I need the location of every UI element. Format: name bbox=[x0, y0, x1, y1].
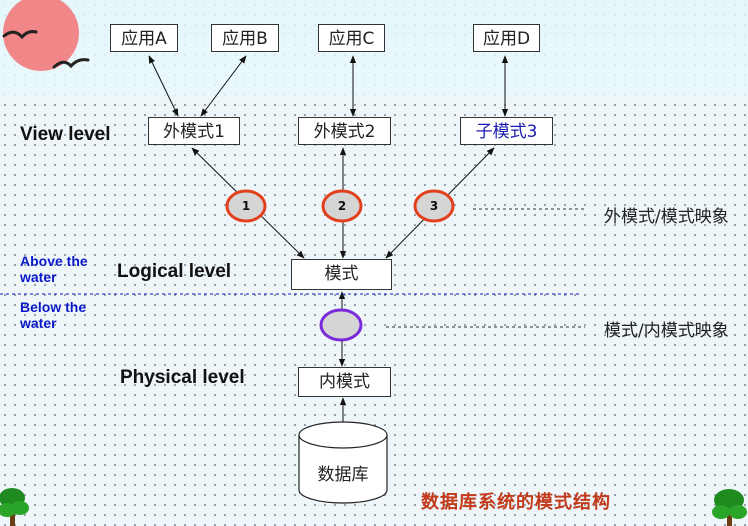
app-d-box: 应用D bbox=[473, 24, 540, 52]
mapping-number-3: 3 bbox=[430, 199, 438, 213]
internal-schema-box: 内模式 bbox=[298, 367, 391, 397]
mapping-circle-3 bbox=[413, 189, 455, 223]
below-water-label: Below the water bbox=[20, 299, 87, 331]
mapping-circle-2 bbox=[321, 189, 363, 223]
database-cylinder bbox=[298, 421, 388, 504]
bird-icon bbox=[2, 30, 38, 40]
logical-schema-box: 模式 bbox=[291, 259, 392, 290]
conceptual-internal-mapping-label: 模式/内模式映象 bbox=[604, 321, 729, 341]
bird-icon bbox=[52, 58, 90, 69]
sun-decoration bbox=[3, 0, 79, 71]
arrow-appB-ext1 bbox=[200, 55, 247, 117]
database-label: 数据库 bbox=[317, 465, 369, 485]
mapping-circle-1 bbox=[225, 189, 267, 223]
app-c-box: 应用C bbox=[318, 24, 385, 52]
tree-icon-left bbox=[0, 488, 29, 526]
tree-icon-right bbox=[712, 489, 747, 526]
internal-mapping-circle bbox=[319, 308, 363, 342]
diagram-title: 数据库系统的模式结构 bbox=[421, 492, 611, 513]
above-water-label: Above the water bbox=[20, 253, 88, 285]
physical-level-label: Physical level bbox=[120, 367, 245, 388]
subschema-3-box: 子模式3 bbox=[460, 117, 553, 145]
view-level-label: View level bbox=[20, 124, 111, 145]
external-schema-1-box: 外模式1 bbox=[148, 117, 240, 145]
mapping-number-2: 2 bbox=[338, 199, 346, 213]
logical-level-label: Logical level bbox=[117, 261, 232, 282]
external-conceptual-mapping-label: 外模式/模式映象 bbox=[604, 207, 729, 227]
mapping-number-1: 1 bbox=[242, 199, 250, 213]
arrow-appA-ext1 bbox=[148, 55, 179, 117]
app-a-box: 应用A bbox=[110, 24, 178, 52]
external-schema-2-box: 外模式2 bbox=[298, 117, 391, 145]
app-b-box: 应用B bbox=[211, 24, 279, 52]
